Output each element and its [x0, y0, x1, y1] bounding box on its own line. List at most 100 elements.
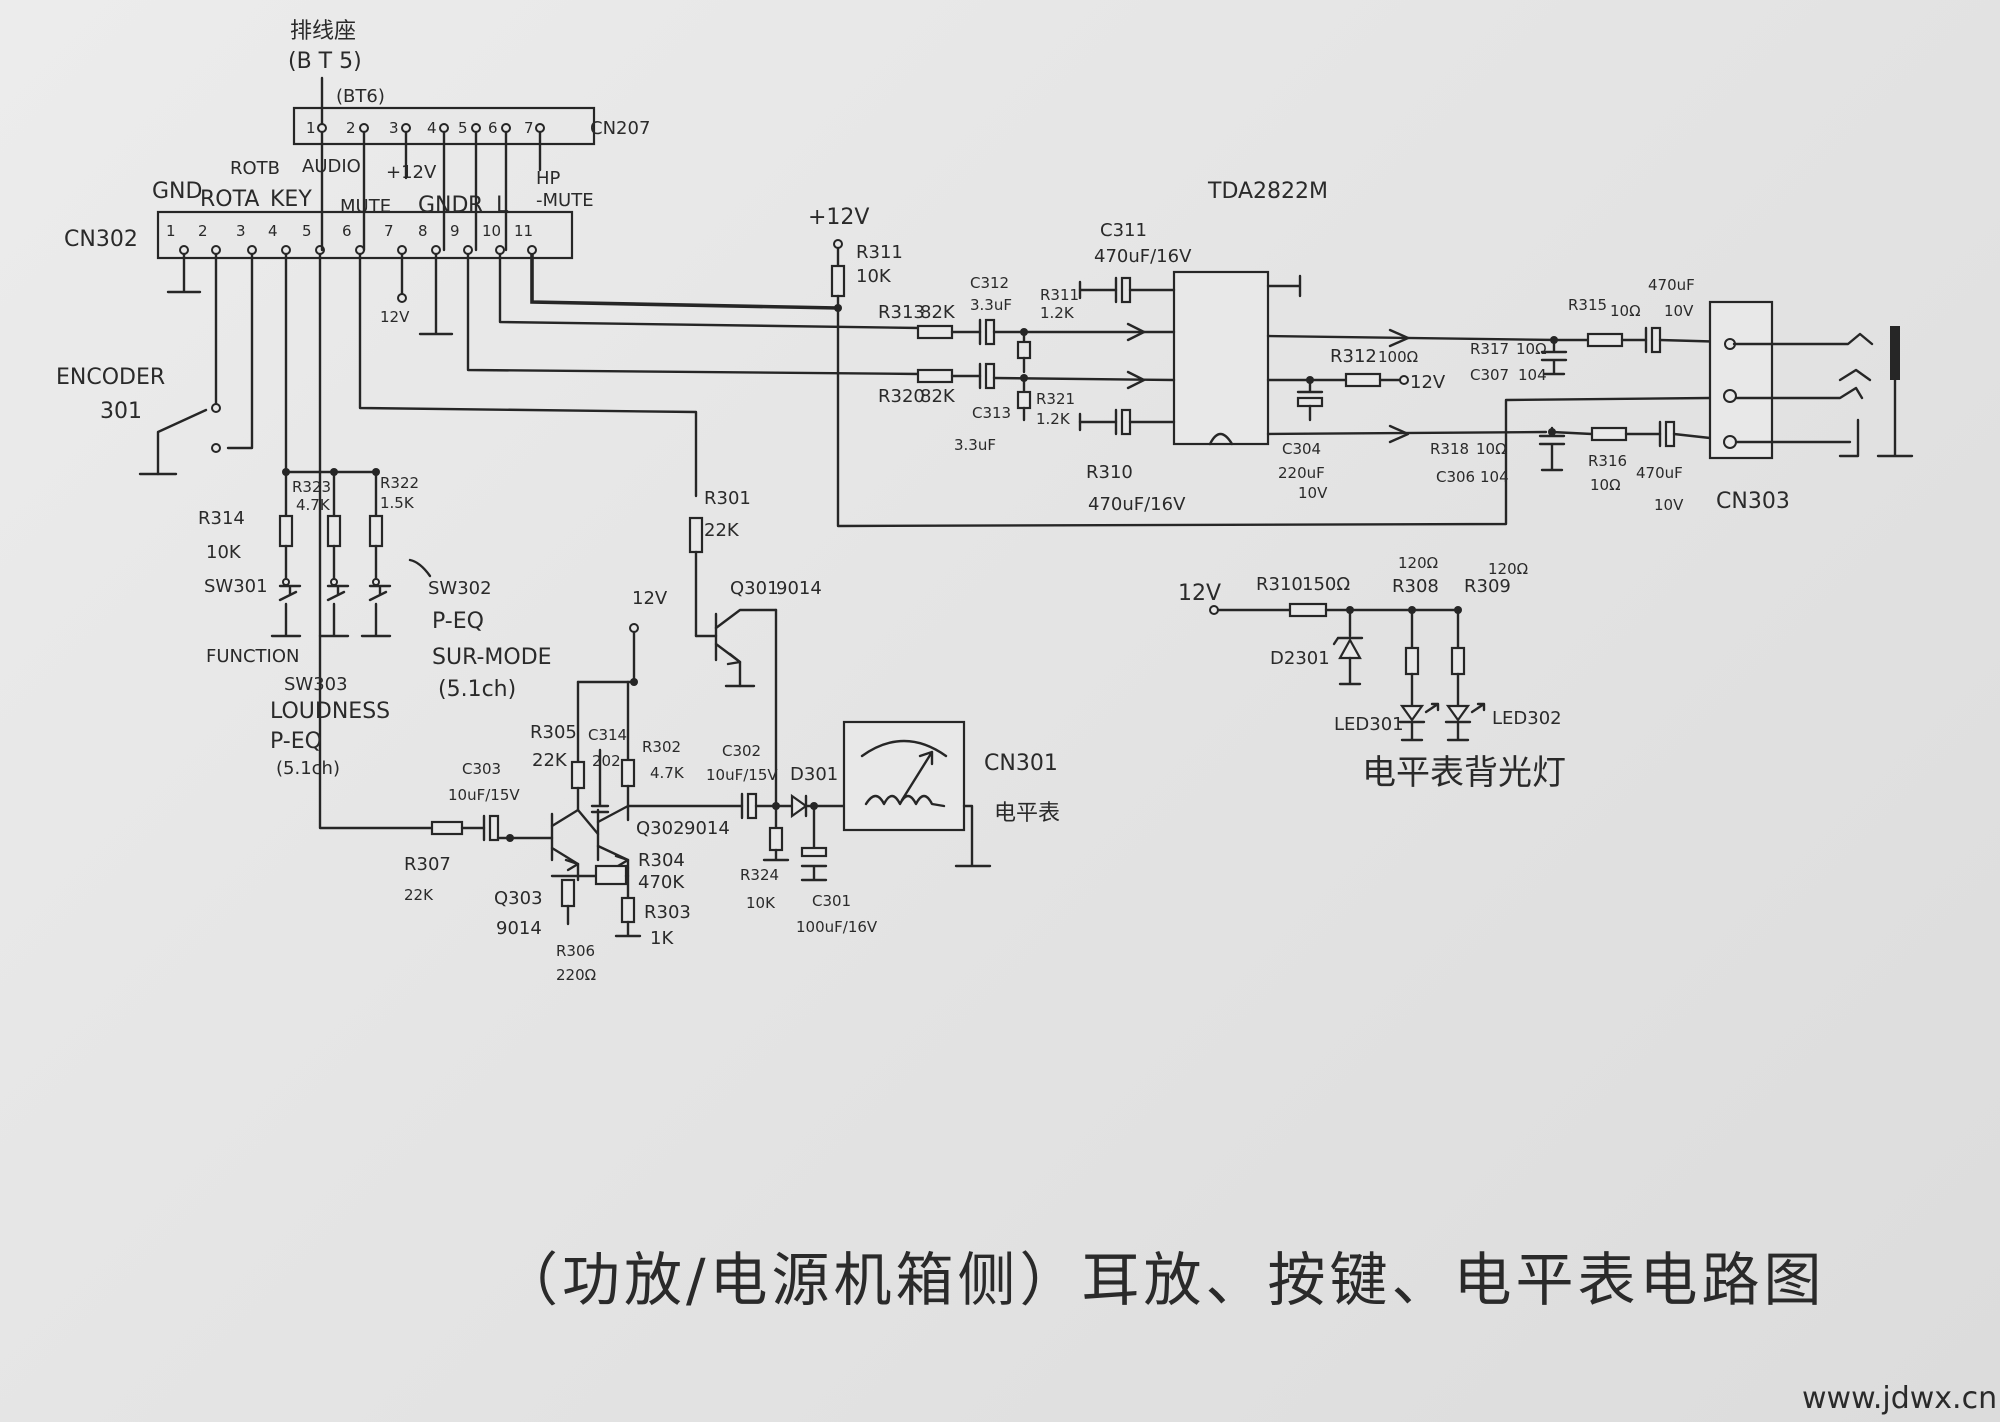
r303-ref: R303 [644, 902, 691, 923]
r310b-val: 150Ω [1302, 574, 1350, 595]
r309-val: 120Ω [1488, 560, 1528, 578]
cn207-pin-2: 2 [346, 119, 356, 137]
cn302-ref: CN302 [64, 227, 138, 252]
q301-ref: Q301 [730, 578, 779, 599]
cn207-pin-1: 1 [306, 119, 316, 137]
cn207-pin-6: 6 [488, 119, 498, 137]
sw303-fn3: (5.1ch) [276, 758, 340, 779]
r308-ref: R308 [1392, 576, 1439, 597]
plus12-label: +12V [808, 205, 869, 230]
r304-ref: R304 [638, 850, 685, 871]
input-right: R320 82K C313 3.3uF R321 1.2K [878, 362, 1176, 454]
cn302-sig-rotb: ROTB [230, 158, 280, 179]
d301-ref: D301 [790, 764, 838, 785]
r304-val: 470K [638, 872, 685, 893]
c302-val: 10uF/15V [706, 766, 778, 784]
sw303-ref: SW303 [284, 674, 348, 695]
c304-ref: C304 [1282, 440, 1321, 458]
cn207-ref: CN207 [590, 118, 650, 139]
r306-val: 220Ω [556, 966, 596, 984]
r318-ref: R318 [1430, 440, 1469, 458]
c313-val: 3.3uF [954, 436, 996, 454]
r311-val: 10K [856, 266, 892, 287]
cn302-pin-1: 1 [166, 222, 176, 240]
cn301-label-cn: 电平表 [994, 801, 1060, 826]
sw302-fn3: (5.1ch) [438, 677, 516, 702]
cout2-v: 10V [1654, 496, 1684, 514]
c314-ref: C314 [588, 726, 627, 744]
c312-val: 3.3uF [970, 296, 1012, 314]
r324-val: 10K [746, 894, 776, 912]
cn302-pin-3: 3 [236, 222, 246, 240]
c303-ref: C303 [462, 760, 501, 778]
r301-ref: R301 [704, 488, 751, 509]
ic-tda2822m: TDA2822M C311 470uF/16V R310 470uF/16V [1078, 179, 1328, 515]
c306-ref: C306 [1436, 468, 1475, 486]
sw301-fn: FUNCTION [206, 646, 300, 667]
r322-ref: R322 [380, 474, 419, 492]
connector-cn303: CN303 [1708, 300, 1914, 514]
cn207-pin-4: 4 [427, 119, 437, 137]
c314-val: 202 [592, 752, 621, 770]
meter-backlight: 12V R310 150Ω D2301 R308 120Ω LED301 R30… [1178, 554, 1566, 793]
cn207-pin-3: 3 [389, 119, 399, 137]
c304-val: 220uF [1278, 464, 1325, 482]
cn302-pin-10: 10 [482, 222, 501, 240]
cn207-header-cn: 排线座 [290, 19, 356, 44]
cn302-12v-label: 12V [380, 308, 410, 326]
cn302-pin-11: 11 [514, 222, 533, 240]
cn302-sig-gnd1: GND [152, 179, 202, 204]
cn302-sig-key: KEY [270, 187, 312, 212]
c304-v: 10V [1298, 484, 1328, 502]
r317-ref: R317 [1470, 340, 1509, 358]
cn302-pin-5: 5 [302, 222, 312, 240]
encoder-ref: 301 [100, 399, 142, 424]
q303-ref: Q303 [494, 888, 543, 909]
connector-cn302: CN302 GND ROTA ROTB KEY AUDIO MUTE +12V … [64, 156, 594, 260]
r308-val: 120Ω [1398, 554, 1438, 572]
c303-val: 10uF/15V [448, 786, 520, 804]
outputs: 12V R312 100Ω C304 220uF 10V R317 10Ω C3… [1266, 276, 1732, 514]
watermark: www.jdwx.cn [1802, 1381, 1997, 1416]
r312-12v: 12V [1410, 372, 1446, 393]
key-ladder: R314 10K R323 4.7K R322 1.5K SW301 FUNCT… [198, 468, 552, 779]
r301-val: 22K [704, 520, 740, 541]
r309-ref: R309 [1464, 576, 1511, 597]
meter-amplifier: R301 22K Q301 9014 12V R305 22K C314 202… [404, 488, 878, 984]
r315-val: 10Ω [1610, 302, 1641, 320]
meter-12v-label: 12V [632, 588, 668, 609]
led301-ref: LED301 [1334, 714, 1404, 735]
backlight-12v: 12V [1178, 581, 1221, 606]
c301-val: 100uF/16V [796, 918, 878, 936]
level-meter-cn301: CN301 电平表 [842, 720, 1060, 868]
cn302-sig-hp: HP [536, 168, 561, 189]
cn302-pin-9: 9 [450, 222, 460, 240]
cn303-body [1708, 300, 1774, 460]
r311b-ref: R311 [1040, 286, 1079, 304]
r302-val: 4.7K [650, 764, 685, 782]
r307-ref: R307 [404, 854, 451, 875]
r320-ref: R320 [878, 386, 925, 407]
r311-ref: R311 [856, 242, 903, 263]
r306-ref: R306 [556, 942, 595, 960]
sw302-ref: SW302 [428, 578, 492, 599]
r305-val: 22K [532, 750, 568, 771]
c301-ref: C301 [812, 892, 851, 910]
c302-ref: C302 [722, 742, 761, 760]
cn302-sig-hpmute: -MUTE [536, 190, 594, 211]
c312-ref: C312 [970, 274, 1009, 292]
input-left: R313 82K C312 3.3uF R311 1.2K [878, 274, 1176, 374]
r312-ref: R312 [1330, 346, 1377, 367]
sw302-fn2: SUR-MODE [432, 645, 552, 670]
r321-val: 1.2K [1036, 410, 1071, 428]
cn302-sig-mute: MUTE [340, 196, 391, 217]
sw303-fn1: LOUDNESS [270, 699, 390, 724]
led302-ref: LED302 [1492, 708, 1562, 729]
r314-ref: R314 [198, 508, 245, 529]
r318-val: 10Ω [1476, 440, 1507, 458]
cn207-pin-7: 7 [524, 119, 534, 137]
q302-ref: Q302 [636, 818, 685, 839]
q302-type: 9014 [684, 818, 730, 839]
